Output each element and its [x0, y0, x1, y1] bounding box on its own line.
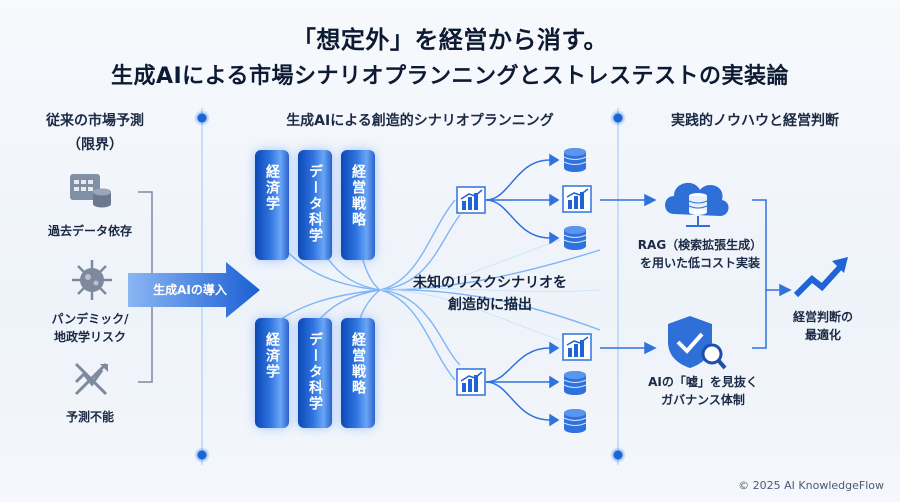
pillar-bottom-strategy: 経営戦略	[341, 318, 375, 428]
right-arrows	[600, 193, 792, 355]
right-heading: 実践的ノウハウと経営判断	[671, 113, 839, 129]
final-caption: 経営判断の 最適化	[778, 308, 868, 344]
governance-caption: AIの「嘘」を見抜く ガバナンス体制	[628, 373, 778, 409]
center-caption-line2: 創造的に描出	[448, 297, 532, 313]
bar-chart-icon	[455, 367, 487, 397]
left-item-2-label: パンデミック/ 地政学リスク	[20, 310, 160, 346]
calendar-database-icon	[68, 170, 114, 210]
chart-icon	[562, 333, 592, 365]
bar-chart-icon	[455, 185, 487, 215]
left-heading: 従来の市場予測 （限界）	[20, 110, 170, 154]
pillar-bottom-datascience: データ科学	[298, 318, 332, 428]
left-item-2-line2: 地政学リスク	[53, 330, 126, 344]
left-heading-line2: （限界）	[67, 137, 123, 153]
shield-search-icon	[662, 312, 728, 376]
pillar-bottom-economics: 経済学	[255, 318, 289, 428]
copyright-footer: © 2025 AI KnowledgeFlow	[738, 479, 884, 492]
pillar-top-label-2: データ科学	[307, 164, 323, 244]
crossed-arrows-icon	[72, 360, 112, 398]
pillar-top-strategy: 経営戦略	[341, 150, 375, 260]
rag-caption-line1: RAG（検索拡張生成）	[637, 238, 763, 252]
middle-heading: 生成AIによる創造的シナリオプランニング	[286, 113, 554, 129]
database-icon	[562, 408, 588, 438]
pillar-top-label-1: 経済学	[264, 164, 280, 212]
cloud-database-icon	[660, 170, 732, 234]
intro-arrow	[128, 262, 260, 318]
rag-caption: RAG（検索拡張生成） を用いた低コスト実装	[630, 236, 770, 272]
rag-caption-line2: を用いた低コスト実装	[639, 256, 760, 270]
left-item-2-line1: パンデミック/	[51, 312, 129, 326]
intro-arrow-label: 生成AIの導入	[153, 283, 227, 297]
final-caption-line2: 最適化	[804, 328, 841, 342]
chart-icon	[562, 185, 592, 217]
node-dots	[194, 110, 626, 463]
pillar-top-label-3: 経営戦略	[350, 164, 366, 228]
virus-icon	[70, 258, 114, 302]
center-caption: 未知のリスクシナリオを 創造的に描出	[400, 272, 580, 316]
left-item-3-label: 予測不能	[65, 410, 114, 424]
pillar-top-economics: 経済学	[255, 150, 289, 260]
center-caption-line1: 未知のリスクシナリオを	[413, 275, 567, 291]
top-branches	[485, 153, 560, 245]
pillar-bottom-label-3: 経営戦略	[350, 332, 366, 396]
left-heading-line1: 従来の市場予測	[46, 113, 144, 129]
trend-up-icon	[792, 255, 852, 303]
pillar-bottom-label-1: 経済学	[264, 332, 280, 380]
pillar-top-datascience: データ科学	[298, 150, 332, 260]
governance-caption-line1: AIの「嘘」を見抜く	[648, 375, 758, 389]
bottom-branches	[485, 341, 560, 427]
final-caption-line1: 経営判断の	[792, 310, 853, 324]
database-icon	[562, 147, 588, 177]
pillar-bottom-label-2: データ科学	[307, 332, 323, 412]
title-line-2: 生成AIによる市場シナリオプランニングとストレステストの実装論	[110, 64, 790, 89]
database-icon	[562, 370, 588, 400]
database-icon	[562, 225, 588, 255]
left-item-1-label: 過去データ依存	[47, 224, 132, 238]
governance-caption-line2: ガバナンス体制	[661, 393, 745, 407]
title-line-1: 「想定外」を経営から消す。	[291, 26, 609, 54]
